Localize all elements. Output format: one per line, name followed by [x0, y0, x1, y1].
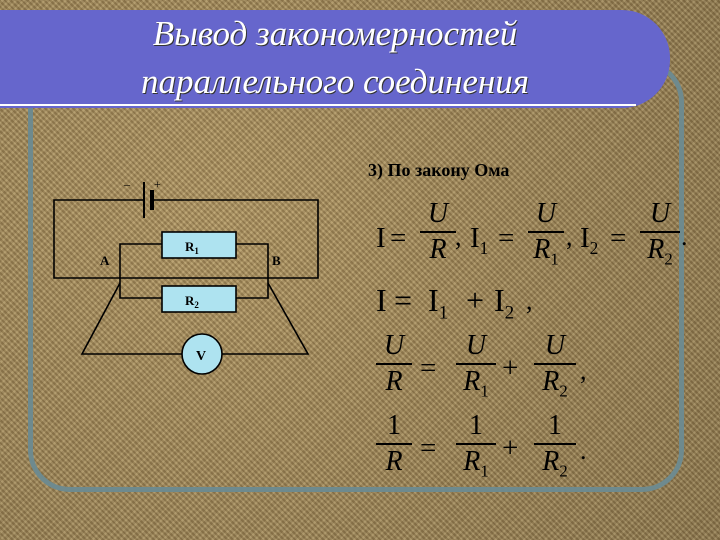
node-b-label: B	[272, 253, 281, 268]
title-underline	[0, 104, 636, 106]
voltmeter	[181, 333, 223, 375]
title-banner: Вывод закономерностей параллельного соед…	[0, 10, 670, 108]
node-a-label: A	[100, 253, 110, 268]
r1-label: R1	[185, 239, 199, 256]
r2-label: R2	[185, 293, 199, 310]
parallel-circuit-diagram: R1 R2 V A B – +	[53, 177, 319, 375]
title-line-2: параллельного соединения	[140, 62, 530, 101]
resistor-r2	[161, 285, 237, 313]
wire-branches	[119, 243, 269, 299]
battery-plus-label: +	[154, 177, 161, 191]
wire-voltmeter	[80, 282, 310, 355]
title-line-1: Вывод закономерностей	[152, 14, 518, 53]
ohm-law-heading: 3) По закону Ома	[368, 160, 510, 180]
wire-outer	[53, 199, 319, 279]
resistor-r1	[161, 231, 237, 259]
battery-minus-label: –	[123, 177, 131, 191]
voltmeter-label: V	[196, 349, 206, 364]
